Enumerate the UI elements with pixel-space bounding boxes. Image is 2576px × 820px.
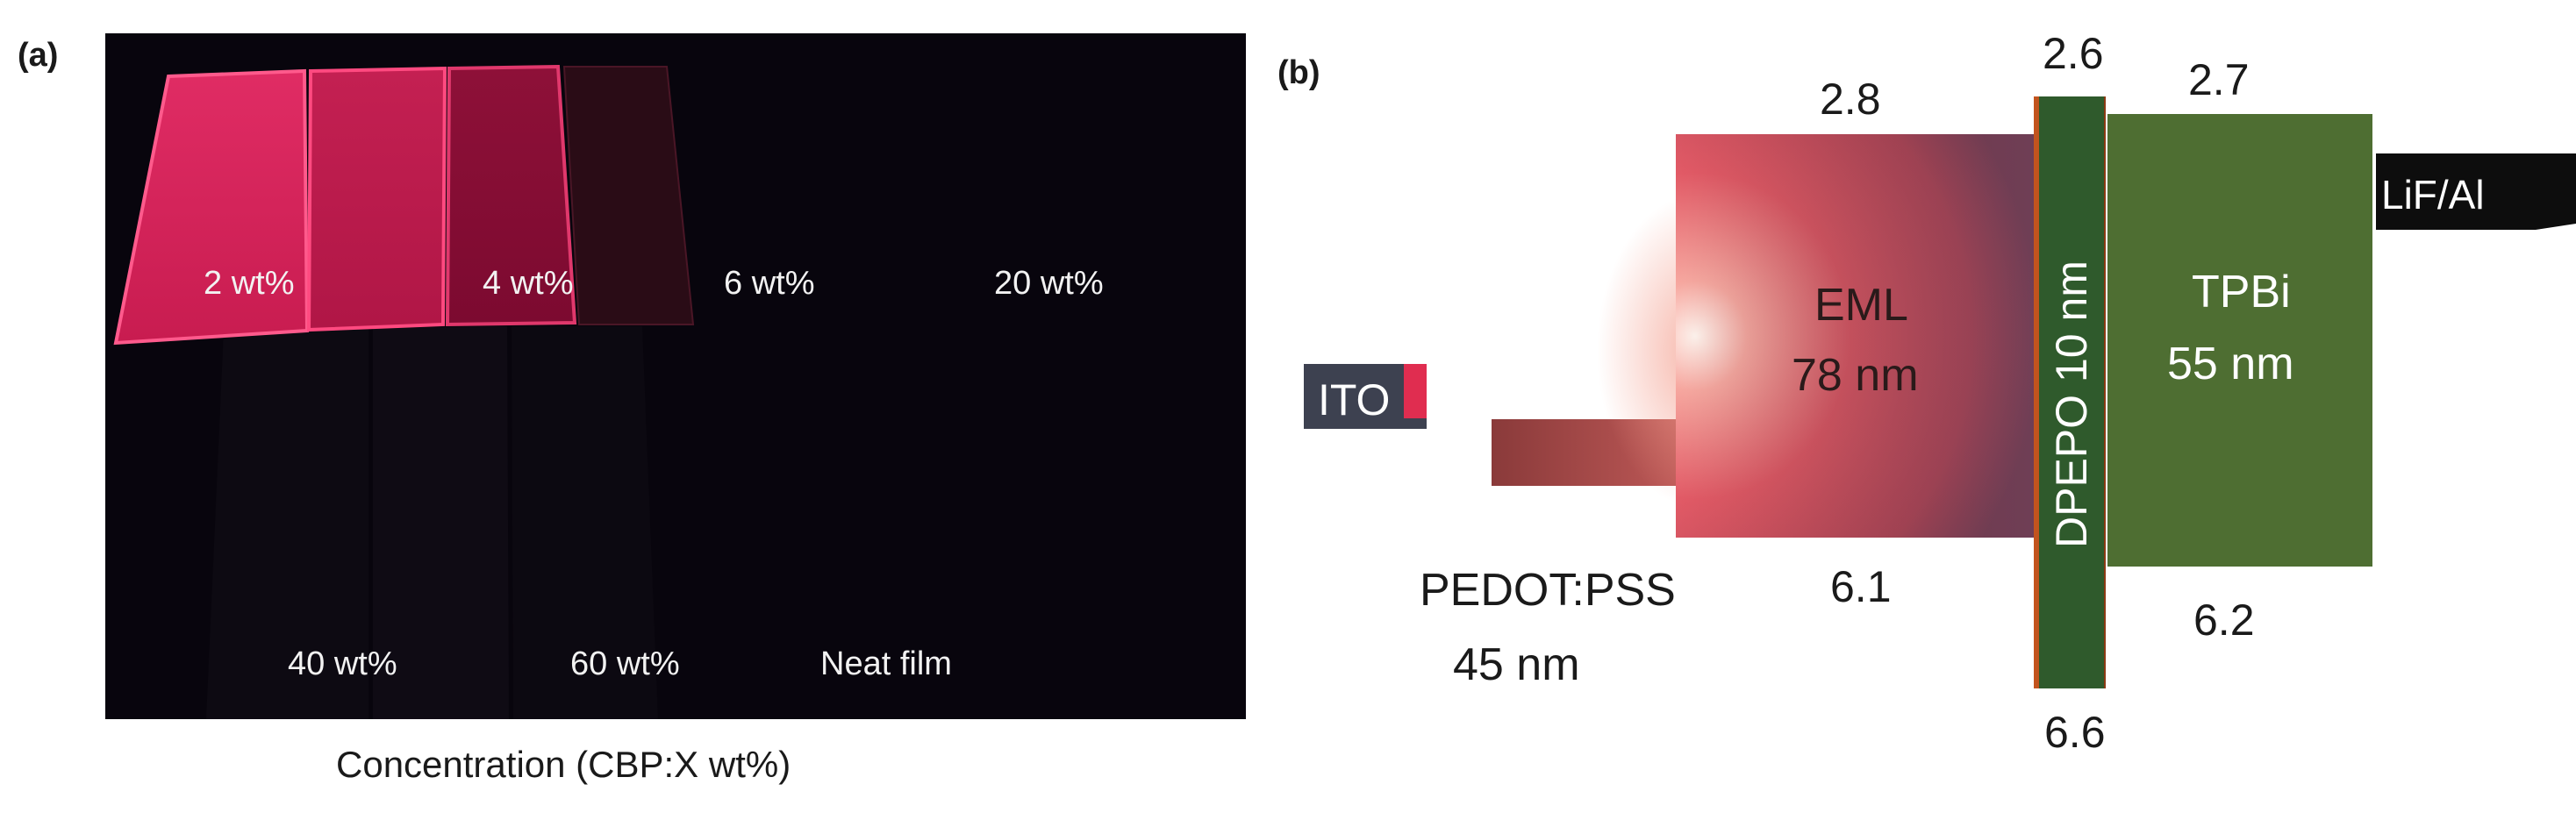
film-4wt xyxy=(306,66,447,332)
film-photo: 2 wt% 4 wt% 6 wt% 20 wt% 40 wt% 60 wt% N… xyxy=(105,33,1246,719)
tpbi-layer xyxy=(2107,114,2372,567)
label-40wt: 40 wt% xyxy=(288,645,397,682)
tpbi-thickness: 55 nm xyxy=(2167,339,2294,389)
tpbi-lumo-value: 2.7 xyxy=(2188,55,2250,104)
eml-thickness: 78 nm xyxy=(1792,350,1919,401)
panel-b-label: (b) xyxy=(1277,54,1320,91)
tpbi-name: TPBi xyxy=(2192,267,2291,317)
cathode-layer xyxy=(2376,153,2576,230)
film-40wt xyxy=(206,328,369,719)
pedot-name: PEDOT:PSS xyxy=(1420,565,1676,616)
film-60wt xyxy=(373,326,509,719)
eml-fade xyxy=(1676,134,2060,538)
ito-edge xyxy=(1404,364,1427,418)
label-60wt: 60 wt% xyxy=(570,645,680,682)
eml-name: EML xyxy=(1814,280,1908,331)
concentration-caption: Concentration (CBP:X wt%) xyxy=(336,744,791,785)
film-neat xyxy=(512,326,658,719)
panel-a-label: (a) xyxy=(18,37,59,74)
dpepo-lumo-value: 2.6 xyxy=(2043,29,2104,78)
film-20wt xyxy=(562,66,695,325)
label-20wt: 20 wt% xyxy=(994,265,1104,302)
dpepo-homo-value: 6.6 xyxy=(2044,708,2106,757)
dpepo-label: DPEPO 10 nm xyxy=(2047,260,2096,548)
film-6wt xyxy=(445,64,577,327)
label-2wt: 2 wt% xyxy=(204,265,295,302)
label-neat-film: Neat film xyxy=(820,645,952,682)
film-photo-graphic xyxy=(113,64,695,719)
energy-level-diagram: ITO EML 78 nm TPBi 55 nm DPEPO 10 nm LiF… xyxy=(1304,29,2576,757)
label-6wt: 6 wt% xyxy=(724,265,815,302)
ito-label: ITO xyxy=(1318,375,1390,424)
eml-lumo-value: 2.8 xyxy=(1820,75,1881,124)
pedot-thickness: 45 nm xyxy=(1453,639,1580,690)
eml-homo-value: 6.1 xyxy=(1830,562,1892,611)
label-4wt: 4 wt% xyxy=(483,265,574,302)
dpepo-layer xyxy=(2039,96,2104,688)
cathode-label: LiF/Al xyxy=(2381,172,2485,217)
tpbi-homo-value: 6.2 xyxy=(2193,595,2255,645)
